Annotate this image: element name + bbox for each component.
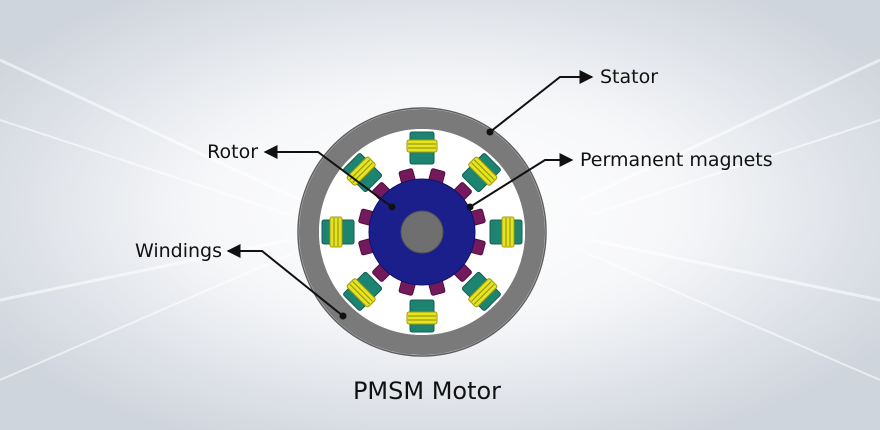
stator-tooth <box>321 216 355 248</box>
stator-tooth <box>406 131 438 165</box>
stator-leader-dot <box>486 128 494 136</box>
rotor-label: Rotor <box>207 141 258 163</box>
rotor-leader <box>263 145 393 208</box>
winding-coil <box>406 311 438 325</box>
winding-line <box>473 159 495 181</box>
rotor-leader-dot <box>388 203 396 211</box>
winding-coil <box>406 139 438 153</box>
stator-tooth <box>461 153 501 193</box>
winding-coil <box>468 278 498 308</box>
winding-coil <box>329 216 343 248</box>
windings-leader-dot <box>339 312 347 320</box>
winding-coil <box>346 278 376 308</box>
windings-label: Windings <box>135 240 222 262</box>
stator-tooth <box>343 271 383 311</box>
winding-line <box>471 162 492 183</box>
winding-coil <box>501 216 515 248</box>
winding-line <box>471 281 492 302</box>
windings-leader <box>226 244 344 317</box>
permanent-magnets-label: Permanent magnets <box>580 149 773 171</box>
stator-label: Stator <box>600 66 658 88</box>
winding-coil <box>468 156 498 186</box>
permanent-magnets-leader <box>469 153 574 208</box>
stator-tooth <box>406 299 438 333</box>
winding-line <box>349 159 371 181</box>
rotor-shaft <box>400 210 444 254</box>
stator-leader <box>489 70 594 133</box>
stator-ring <box>299 109 545 355</box>
permanent-magnets-leader-dot <box>466 203 474 211</box>
winding-line <box>473 283 495 305</box>
stator-teeth <box>321 131 523 333</box>
winding-line <box>352 281 373 302</box>
stator-tooth <box>489 216 523 248</box>
stator-tooth <box>461 271 501 311</box>
stator-outer-edge <box>297 107 547 357</box>
diagram-caption: PMSM Motor <box>353 377 501 405</box>
winding-line <box>349 283 371 305</box>
